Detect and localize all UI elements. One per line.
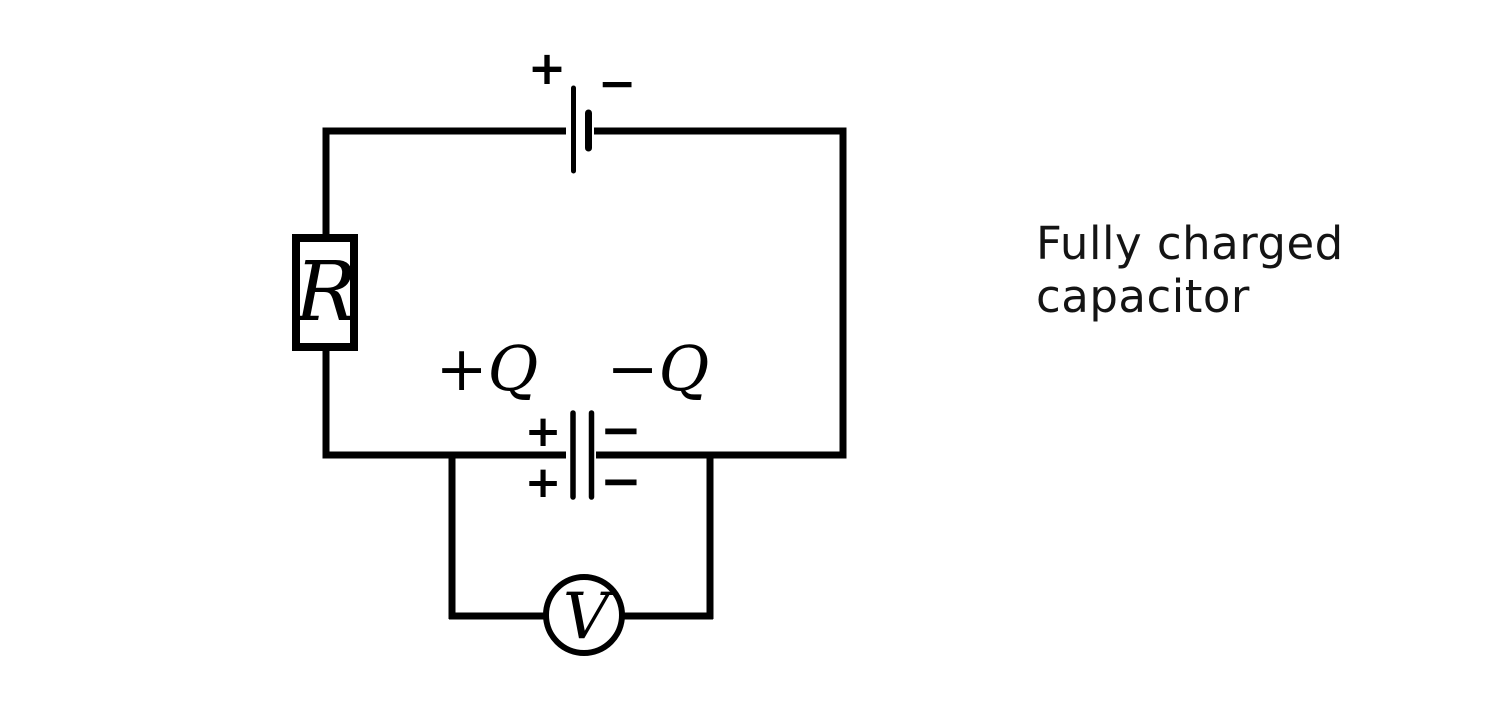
plate-plus-sign-bottom: + (525, 457, 562, 508)
negative-charge-label: −Q (607, 332, 710, 405)
voltmeter-label: V (563, 580, 615, 654)
plate-minus-sign-top: − (600, 401, 642, 459)
battery-plus-sign: + (528, 41, 567, 95)
resistor-label: R (293, 245, 357, 340)
resistor-box (292, 234, 358, 351)
loop-wire (322, 127, 847, 459)
main-loop (322, 127, 847, 459)
figure-caption: Fully charged capacitor (1036, 217, 1344, 323)
voltmeter-circle (543, 574, 625, 656)
plate-plus-sign-top: + (525, 406, 562, 457)
battery-minus-sign: − (598, 56, 637, 110)
positive-charge-label: +Q (436, 332, 539, 405)
capacitor-symbol: + + − − +Q −Q (436, 332, 710, 510)
voltmeter-branch: V (448, 452, 714, 656)
plate-minus-sign-bottom: − (600, 452, 642, 510)
resistor-symbol: R (292, 234, 358, 351)
battery-symbol: + − (528, 41, 637, 174)
